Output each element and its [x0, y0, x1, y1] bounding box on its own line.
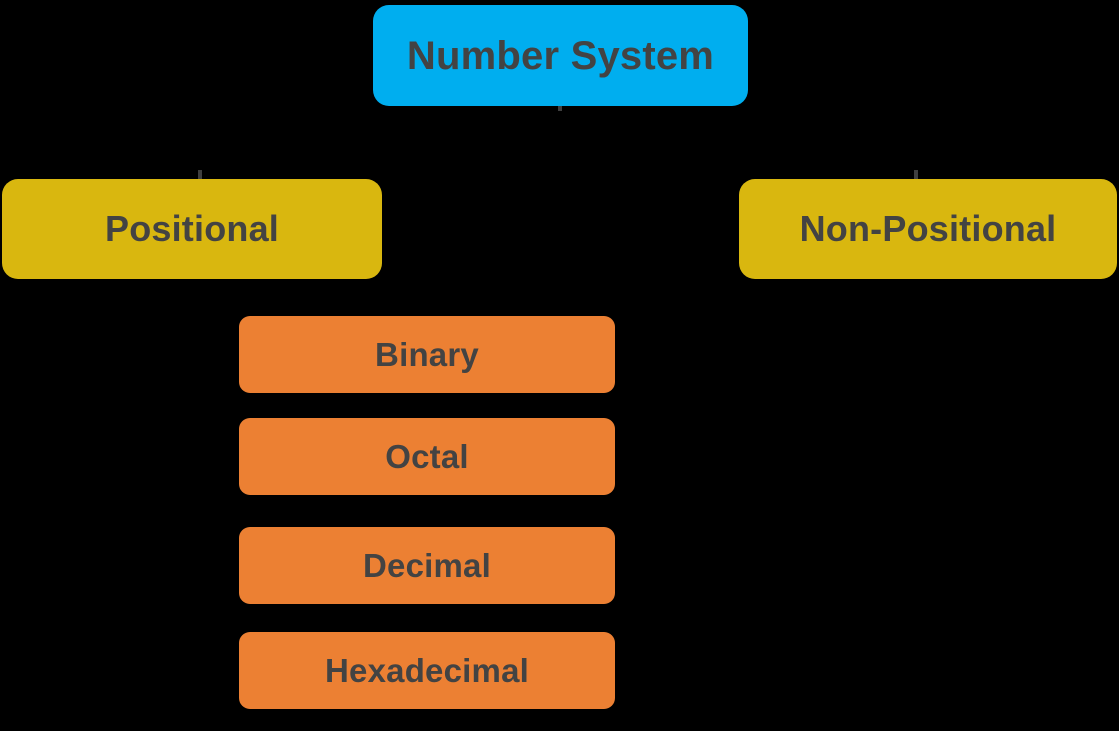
node-number-system[interactable]: Number System — [373, 5, 748, 106]
node-decimal[interactable]: Decimal — [239, 527, 615, 604]
node-positional[interactable]: Positional — [2, 179, 382, 279]
node-hexadecimal[interactable]: Hexadecimal — [239, 632, 615, 709]
node-non-positional[interactable]: Non-Positional — [739, 179, 1117, 279]
node-binary[interactable]: Binary — [239, 316, 615, 393]
node-octal[interactable]: Octal — [239, 418, 615, 495]
connector-positional-stub — [198, 170, 202, 182]
connector-non-positional-stub — [914, 170, 918, 182]
